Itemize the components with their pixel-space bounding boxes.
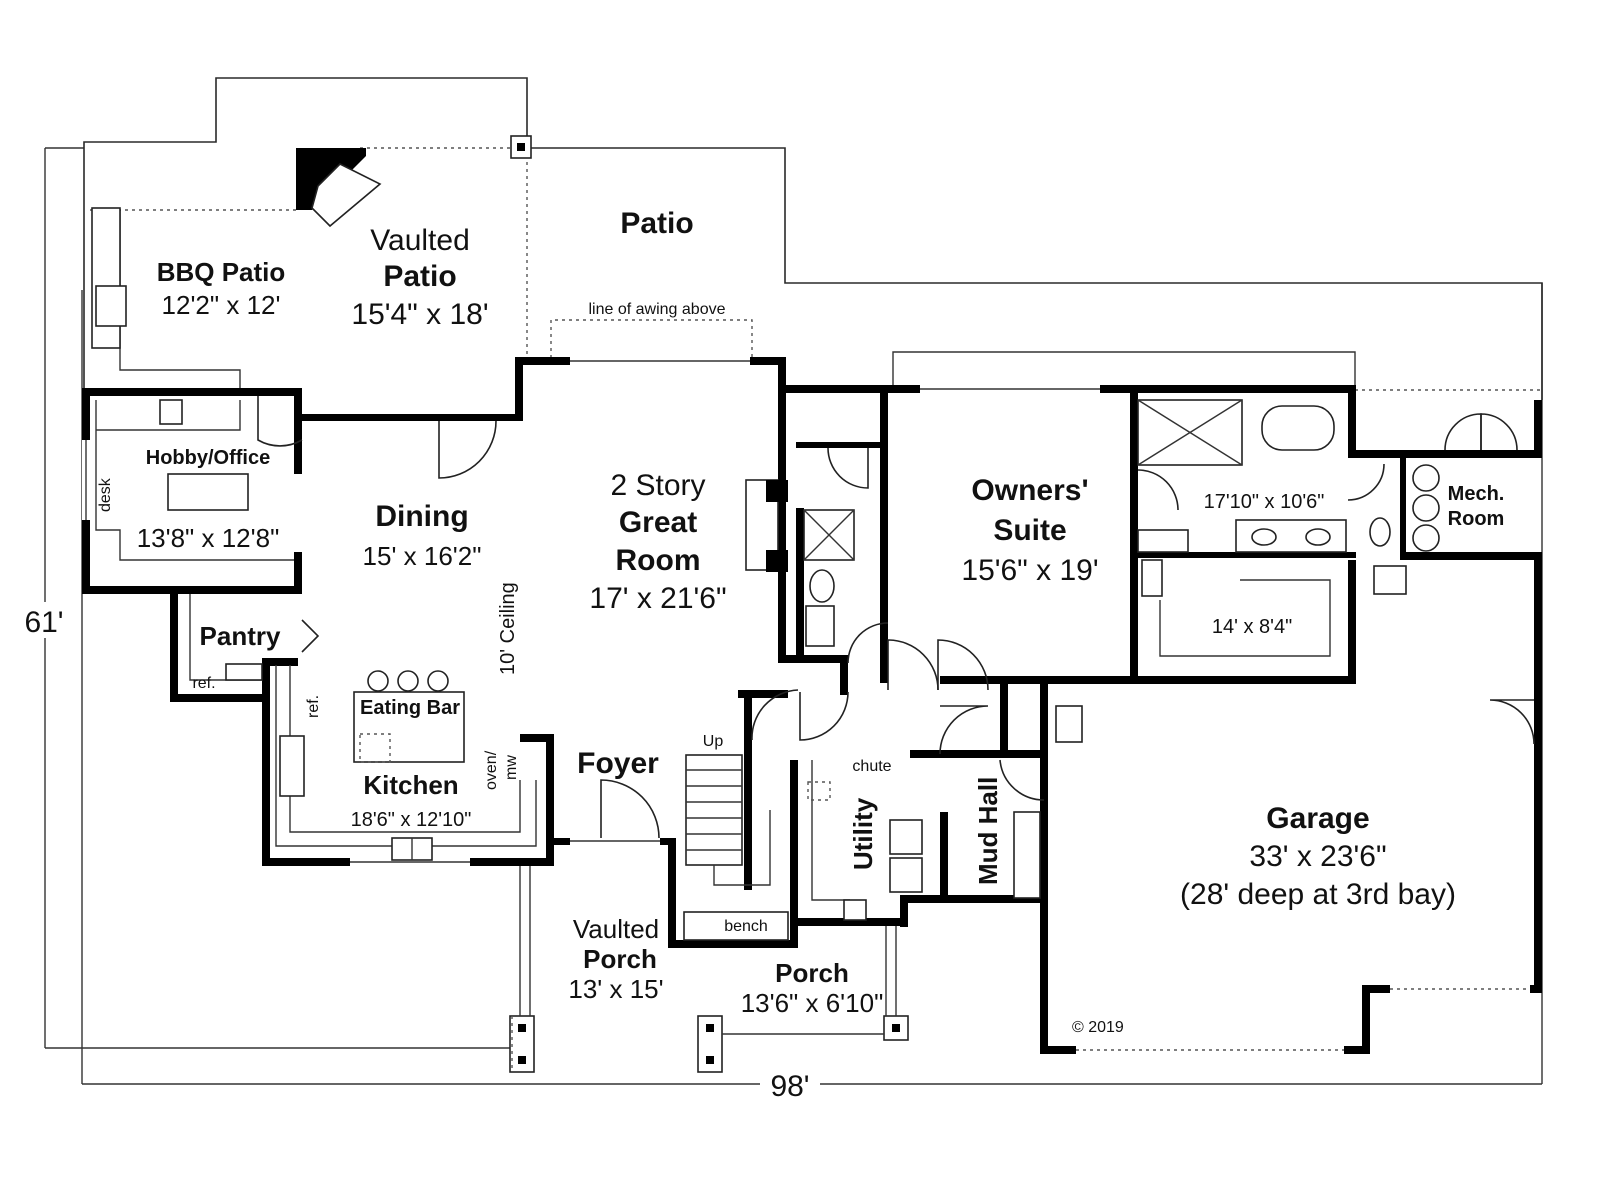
bench-label: bench [724, 918, 768, 935]
garage-note: (28' deep at 3rd bay) [1180, 878, 1456, 911]
vaulted-patio-size: 15'4" x 18' [351, 298, 488, 331]
great-room-name-1: Great [619, 506, 697, 539]
oven-label-1: oven/ [483, 750, 500, 790]
garage-name: Garage [1266, 802, 1369, 835]
chute-label: chute [852, 758, 891, 775]
hobby-office-size: 13'8" x 12'8" [137, 523, 280, 553]
owners-suite-name-1: Owners' [971, 474, 1088, 507]
mech-room-name-2: Room [1448, 508, 1505, 530]
vaulted-patio-name: Patio [383, 260, 456, 293]
pantry-name: Pantry [200, 621, 281, 651]
desk-label: desk [97, 477, 114, 512]
porch-size: 13'6" x 6'10" [741, 988, 884, 1018]
dining-size: 15' x 16'2" [363, 541, 482, 571]
kitchen-size: 18'6" x 12'10" [351, 809, 472, 831]
ceiling-note: 10' Ceiling [497, 582, 519, 675]
kitchen-ref: ref. [305, 695, 322, 718]
mud-hall-name: Mud Hall [973, 777, 1003, 885]
windows [82, 357, 1530, 1054]
owners-closet-size: 14' x 8'4" [1212, 616, 1292, 638]
hobby-office-name: Hobby/Office [146, 447, 270, 469]
vaulted-porch-size: 13' x 15' [568, 974, 663, 1004]
owners-suite-name-2: Suite [993, 514, 1066, 547]
copyright-label: © 2019 [1072, 1019, 1124, 1036]
stair-up-label: Up [703, 733, 724, 750]
great-room-prefix: 2 Story [610, 469, 705, 502]
pantry-ref: ref. [192, 675, 215, 692]
vaulted-porch-name: Porch [583, 944, 657, 974]
fixtures [91, 148, 1440, 941]
porch-name: Porch [775, 958, 849, 988]
vaulted-patio-prefix: Vaulted [370, 224, 470, 257]
doors [257, 396, 1535, 839]
great-room-size: 17' x 21'6" [589, 582, 726, 615]
utility-name: Utility [848, 797, 878, 870]
patio-name: Patio [620, 207, 693, 240]
dining-name: Dining [375, 500, 468, 533]
width-dimension: 98' [770, 1070, 809, 1103]
great-room-name-2: Room [616, 544, 701, 577]
owners-bath-size: 17'10" x 10'6" [1204, 491, 1325, 513]
foyer-name: Foyer [577, 747, 659, 780]
posts [509, 135, 909, 1073]
kitchen-name: Kitchen [363, 770, 458, 800]
depth-dimension: 61' [24, 606, 63, 639]
oven-label-2: mw [503, 755, 520, 780]
awing-note: line of awing above [589, 301, 726, 318]
mech-room-name-1: Mech. [1448, 483, 1505, 505]
garage-size: 33' x 23'6" [1249, 840, 1386, 873]
owners-suite-size: 15'6" x 19' [961, 554, 1098, 587]
eating-bar-label: Eating Bar [360, 697, 460, 719]
vaulted-porch-prefix: Vaulted [573, 914, 659, 944]
bbq-patio-size: 12'2" x 12' [162, 290, 281, 320]
bbq-patio-name: BBQ Patio [157, 257, 286, 287]
